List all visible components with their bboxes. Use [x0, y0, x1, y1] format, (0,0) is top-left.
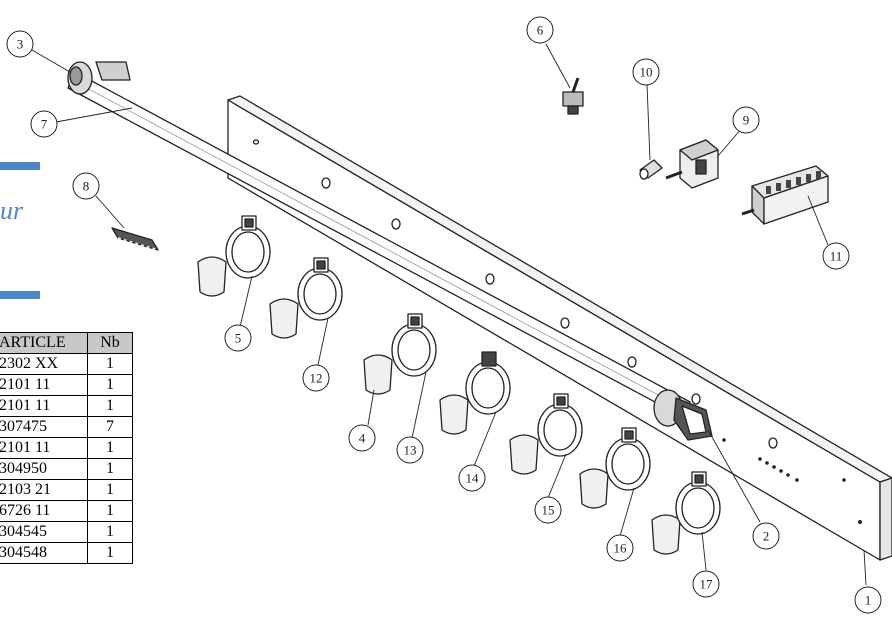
svg-text:9: 9 [743, 113, 750, 128]
knob-assembly-15 [509, 393, 583, 475]
table-cell-article: 2103 21 [0, 479, 88, 501]
callout-7: 7 [30, 110, 58, 138]
knob-assembly-14 [439, 351, 511, 435]
svg-text:3: 3 [17, 37, 24, 52]
table-cell-article: 2101 11 [0, 437, 88, 459]
table-cell-nb: 1 [87, 500, 133, 522]
svg-text:8: 8 [83, 179, 90, 194]
truncated-heading-text: ur [0, 196, 24, 225]
gas-tube [67, 61, 713, 441]
svg-text:10: 10 [640, 65, 653, 80]
callout-10: 10 [632, 58, 660, 86]
svg-text:15: 15 [542, 503, 555, 518]
table-header-article: ARTICLE [0, 332, 88, 354]
table-header-nb: Nb [87, 332, 133, 354]
svg-text:6: 6 [537, 23, 544, 38]
table-header-row: ARTICLE Nb [0, 332, 133, 354]
callout-11: 11 [822, 242, 850, 270]
callout-16: 16 [606, 534, 634, 562]
svg-text:17: 17 [700, 577, 714, 592]
table-cell-nb: 1 [87, 542, 133, 564]
callout-6: 6 [526, 16, 554, 44]
rotary-switch-part [665, 139, 719, 189]
indicator-lamp-part [639, 159, 663, 180]
knob-assembly-16 [579, 427, 651, 509]
callout-5: 5 [224, 324, 252, 352]
leader-lines [31, 43, 867, 586]
toggle-switch-part [562, 77, 584, 115]
accent-bar-top [0, 162, 40, 170]
callout-2: 2 [752, 522, 780, 550]
table-cell-nb: 1 [87, 479, 133, 501]
terminal-block-part [741, 165, 829, 225]
table-cell-article: 2302 XX [0, 353, 88, 375]
callout-17: 17 [692, 570, 720, 598]
table-cell-article: 6726 11 [0, 500, 88, 522]
callout-8: 8 [72, 172, 100, 200]
knob-assembly-5 [197, 215, 271, 297]
knob-assembly-13 [363, 313, 437, 395]
callout-14: 14 [458, 464, 486, 492]
svg-text:7: 7 [41, 117, 48, 132]
knob-assembly-17 [651, 471, 721, 555]
callout-1: 1 [854, 586, 882, 614]
knob-assembly-12 [269, 257, 343, 339]
table-cell-article: 307475 [0, 416, 88, 438]
front-panel [227, 95, 892, 561]
callout-12: 12 [302, 364, 330, 392]
callout-13: 13 [396, 436, 424, 464]
svg-text:4: 4 [359, 431, 366, 446]
callout-4: 4 [348, 424, 376, 452]
svg-text:14: 14 [466, 471, 480, 486]
svg-text:11: 11 [830, 249, 843, 264]
svg-text:1: 1 [865, 593, 872, 608]
accent-bar-bottom [0, 291, 40, 299]
connector-part [111, 227, 159, 251]
svg-text:12: 12 [310, 371, 323, 386]
svg-text:13: 13 [404, 443, 417, 458]
svg-text:2: 2 [763, 529, 770, 544]
callout-9: 9 [732, 106, 760, 134]
callout-3: 3 [6, 30, 34, 58]
svg-text:16: 16 [614, 541, 628, 556]
callout-15: 15 [534, 496, 562, 524]
svg-text:5: 5 [235, 331, 242, 346]
